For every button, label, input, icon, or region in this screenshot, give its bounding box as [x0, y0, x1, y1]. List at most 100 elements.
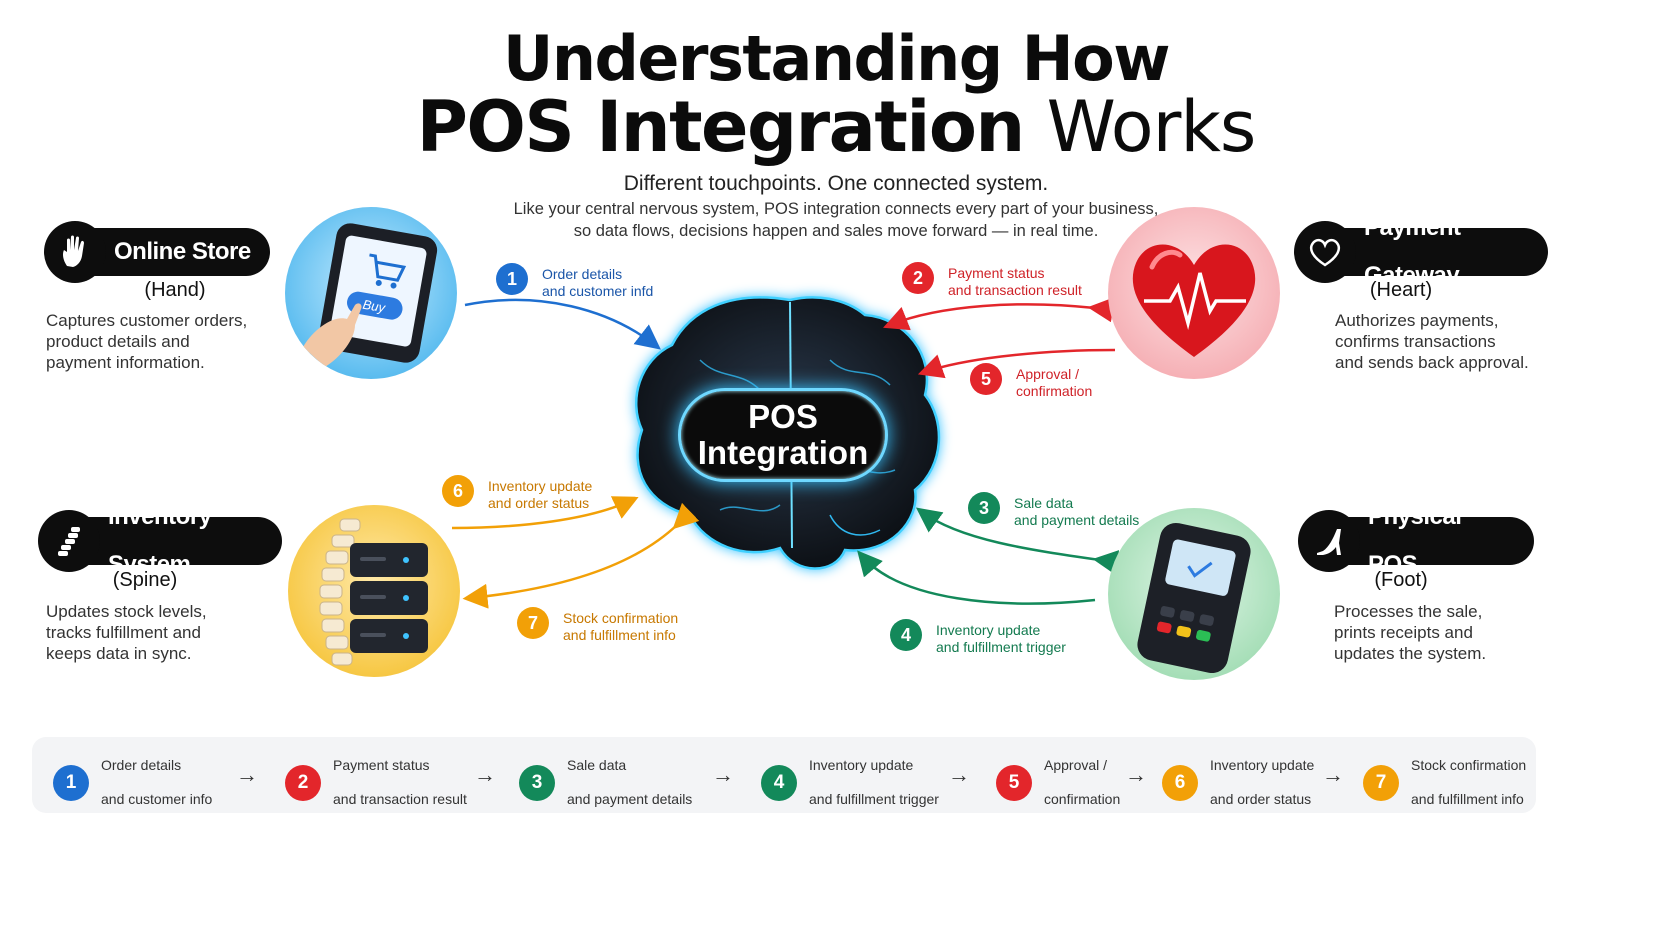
- arrow-7: [462, 502, 700, 609]
- center-line-1: POS: [748, 398, 818, 435]
- step-line-1: Stock confirmation: [563, 610, 679, 626]
- title-light: Works: [1046, 86, 1257, 168]
- physical-pos-image: [1108, 508, 1280, 680]
- inventory-system-image: [288, 505, 460, 677]
- summary-number: 6: [1162, 764, 1198, 801]
- step-number: 5: [970, 363, 1002, 395]
- summary-line-1: Order details: [101, 757, 182, 773]
- summary-number: 7: [1363, 764, 1399, 801]
- summary-line-1: Approval /: [1044, 757, 1108, 773]
- physical-pos-pill: Physical POS: [1298, 503, 1534, 578]
- heart-outline-icon: [1294, 221, 1356, 283]
- summary-arrow: →: [948, 762, 970, 787]
- buy-button-label: Buy: [362, 297, 388, 316]
- physical-pos-desc: Processes the sale, prints receipts and …: [1334, 601, 1486, 664]
- inventory-system-desc-1: Updates stock levels,: [46, 602, 207, 621]
- summary-arrow: →: [1125, 762, 1147, 787]
- payment-gateway-pill: Payment Gateway: [1294, 214, 1548, 289]
- step-line-2: confirmation: [1016, 383, 1093, 399]
- step-number: 3: [968, 492, 1000, 524]
- step-line-1: Inventory update: [936, 622, 1041, 638]
- online-store-pill: Online Store: [44, 221, 270, 283]
- inventory-system-pill: Inventory System: [38, 503, 282, 578]
- online-store-title: Online Store: [114, 238, 251, 265]
- high-heel-foot-icon: [1298, 510, 1360, 572]
- arrow-3: [915, 507, 1120, 575]
- description: Like your central nervous system, POS in…: [0, 198, 1672, 242]
- summary-number: 4: [761, 764, 797, 801]
- physical-pos-title: Physical POS: [1368, 503, 1462, 578]
- step-line-2: and customer infd: [542, 283, 654, 299]
- online-store-image: Buy: [285, 207, 457, 379]
- title-line-1: Understanding How: [502, 22, 1171, 95]
- payment-gateway-desc-2: confirms transactions: [1335, 332, 1496, 351]
- cart-icon: [369, 253, 407, 289]
- physical-pos-organ: (Foot): [1374, 569, 1428, 591]
- step-number: 6: [442, 475, 474, 507]
- payment-gateway-organ: (Heart): [1369, 279, 1433, 301]
- summary-number: 3: [519, 764, 555, 801]
- summary-number: 5: [996, 764, 1032, 801]
- inventory-system-organ: (Spine): [112, 569, 178, 591]
- summary-arrow: →: [1322, 762, 1344, 787]
- step-number: 2: [902, 262, 934, 294]
- arrow-1: [464, 298, 661, 350]
- title-bold: POS Integration: [416, 86, 1026, 168]
- summary-arrow: →: [712, 762, 734, 787]
- arrow-4: [857, 550, 1096, 605]
- inventory-system-title: Inventory System: [108, 503, 212, 578]
- summary-line-2: and order status: [1210, 791, 1312, 807]
- arrow-5: [917, 348, 1116, 379]
- vertebrae-graphic: [319, 518, 361, 666]
- summary-line-2: confirmation: [1044, 791, 1121, 807]
- summary-line-2: and payment details: [567, 791, 693, 807]
- heart-icon: [1132, 244, 1256, 357]
- summary-arrow: →: [474, 762, 496, 787]
- summary-line-1: Payment status: [333, 757, 430, 773]
- online-store-desc-3: payment information.: [46, 353, 205, 372]
- payment-gateway-title: Payment Gateway: [1364, 214, 1461, 289]
- spine-icon: [38, 510, 100, 572]
- summary-step-4: 4 Inventory update and fulfillment trigge…: [761, 757, 939, 808]
- step-line-1: Inventory update: [488, 478, 593, 494]
- summary-line-1: Stock confirmation: [1411, 757, 1527, 773]
- inventory-system-desc: Updates stock levels, tracks fulfillment…: [46, 601, 207, 664]
- step-line-2: and payment details: [1014, 512, 1140, 528]
- summary-step-3: 3 Sale data and payment details: [519, 757, 692, 808]
- summary-line-2: and customer info: [101, 791, 213, 807]
- payment-gateway-desc: Authorizes payments, confirms transactio…: [1335, 310, 1529, 373]
- inventory-system-desc-3: keeps data in sync.: [46, 644, 192, 663]
- step-number: 7: [517, 607, 549, 639]
- step-line-1: Approval /: [1016, 366, 1080, 382]
- summary-step-1: 1 Order details and customer info: [53, 757, 212, 808]
- center-pos-integration: POS Integration: [678, 388, 888, 482]
- flow-step-5: 5 Approval /confirmation: [970, 363, 1093, 400]
- summary-step-5: 5 Approval / confirmation: [996, 757, 1120, 808]
- summary-line-2: and fulfillment trigger: [809, 791, 939, 807]
- summary-line-1: Sale data: [567, 757, 627, 773]
- payment-gateway-desc-1: Authorizes payments,: [1335, 311, 1499, 330]
- summary-line-2: and transaction result: [333, 791, 467, 807]
- step-line-2: and fulfillment trigger: [936, 639, 1066, 655]
- summary-number: 1: [53, 764, 89, 801]
- arrow-2: [883, 297, 1114, 331]
- physical-pos-desc-1: Processes the sale,: [1334, 602, 1483, 621]
- description-line-1: Like your central nervous system, POS in…: [513, 200, 1159, 218]
- center-line-2: Integration: [697, 434, 869, 471]
- online-store-desc-1: Captures customer orders,: [46, 311, 248, 330]
- subtitle: Different touchpoints. One connected sys…: [623, 172, 1049, 195]
- summary-line-1: Inventory update: [1210, 757, 1315, 773]
- step-number: 1: [496, 263, 528, 295]
- step-number: 4: [890, 619, 922, 651]
- summary-line-1: Inventory update: [809, 757, 914, 773]
- step-line-2: and order status: [488, 495, 590, 511]
- payment-gateway-desc-3: and sends back approval.: [1335, 353, 1529, 372]
